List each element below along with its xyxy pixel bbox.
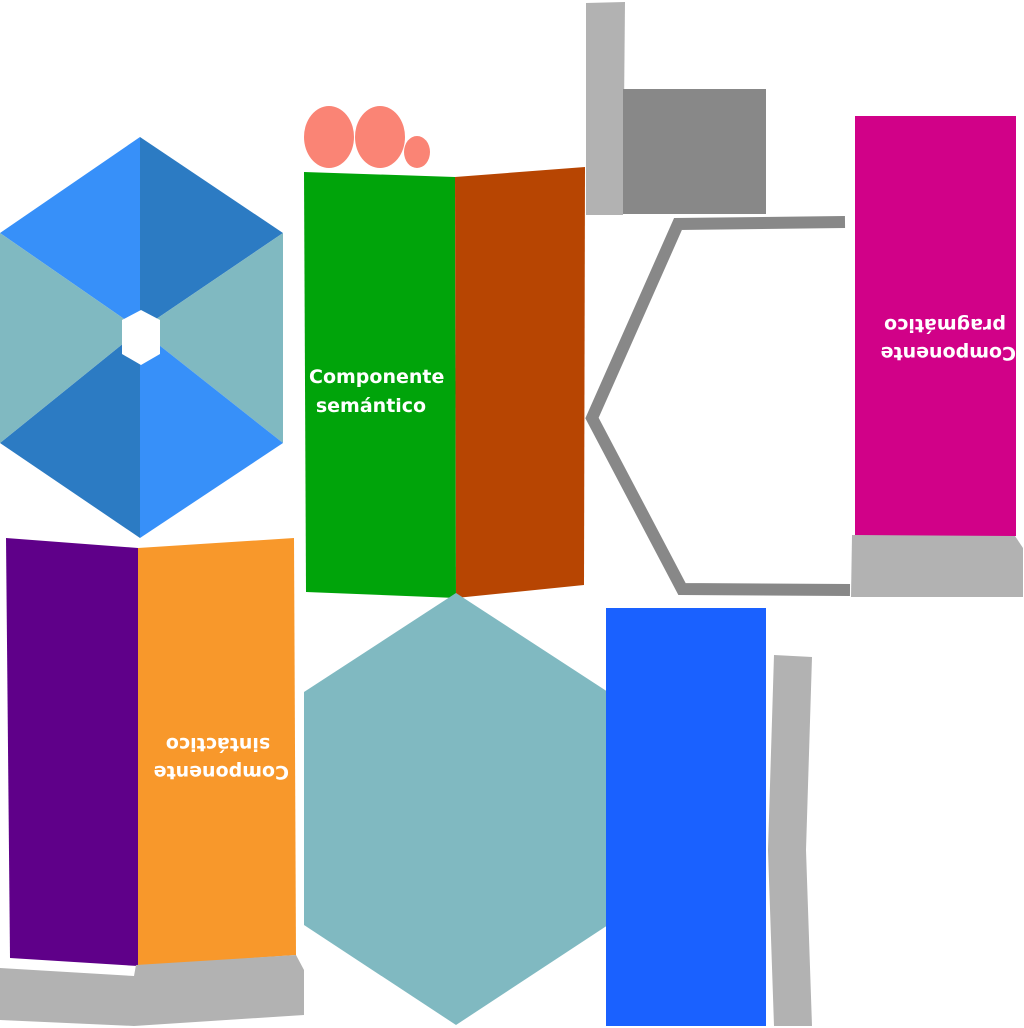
gray-blocks-top xyxy=(586,2,766,215)
salmon-circle-medium xyxy=(355,106,405,168)
gray-square-dark xyxy=(623,89,766,214)
syntactic-label: Componente sintáctico xyxy=(147,733,289,783)
hex-segment-top-right xyxy=(140,137,283,330)
blue-panel xyxy=(606,608,766,1026)
pragmatic-panel: Componente pragmático xyxy=(851,116,1023,597)
gray-bar-vertical xyxy=(586,2,625,215)
salmon-circles xyxy=(304,106,430,168)
pragmatic-label-line1: Componente xyxy=(881,342,1016,364)
teal-hexagon xyxy=(304,593,608,1025)
semantic-label: Componente semántico xyxy=(309,366,451,417)
salmon-circle-small xyxy=(404,136,430,168)
semantic-label-line2: semántico xyxy=(316,395,426,417)
salmon-circle-large xyxy=(304,106,354,168)
hex-segment-top-left xyxy=(0,137,140,330)
purple-panel xyxy=(6,538,138,966)
green-panel xyxy=(304,172,456,598)
semantic-label-line1: Componente xyxy=(309,366,444,388)
rust-panel xyxy=(455,167,585,598)
hex-segment-bottom-right xyxy=(140,330,283,538)
hex-segment-bottom-left xyxy=(0,330,140,538)
hex-segment-right xyxy=(140,233,283,443)
orange-panel xyxy=(138,538,296,966)
syntactic-label-line2: sintáctico xyxy=(166,733,270,755)
magenta-panel xyxy=(855,116,1016,536)
syntactic-booklet: Componente sintáctico xyxy=(0,538,304,1026)
pragmatic-label: Componente pragmático xyxy=(874,314,1016,364)
syntactic-label-line1: Componente xyxy=(154,761,289,783)
gray-strip-right xyxy=(768,655,812,1026)
gray-bracket xyxy=(585,216,851,596)
hex-segment-left xyxy=(0,233,140,443)
pragmatic-label-line2: pragmático xyxy=(884,314,1006,336)
semantic-booklet: Componente semántico xyxy=(304,167,585,598)
blue-hexagon-icon xyxy=(0,137,283,538)
gray-base-right xyxy=(851,535,1023,597)
hex-center-hole xyxy=(122,310,160,365)
gray-base-left xyxy=(0,955,304,1026)
